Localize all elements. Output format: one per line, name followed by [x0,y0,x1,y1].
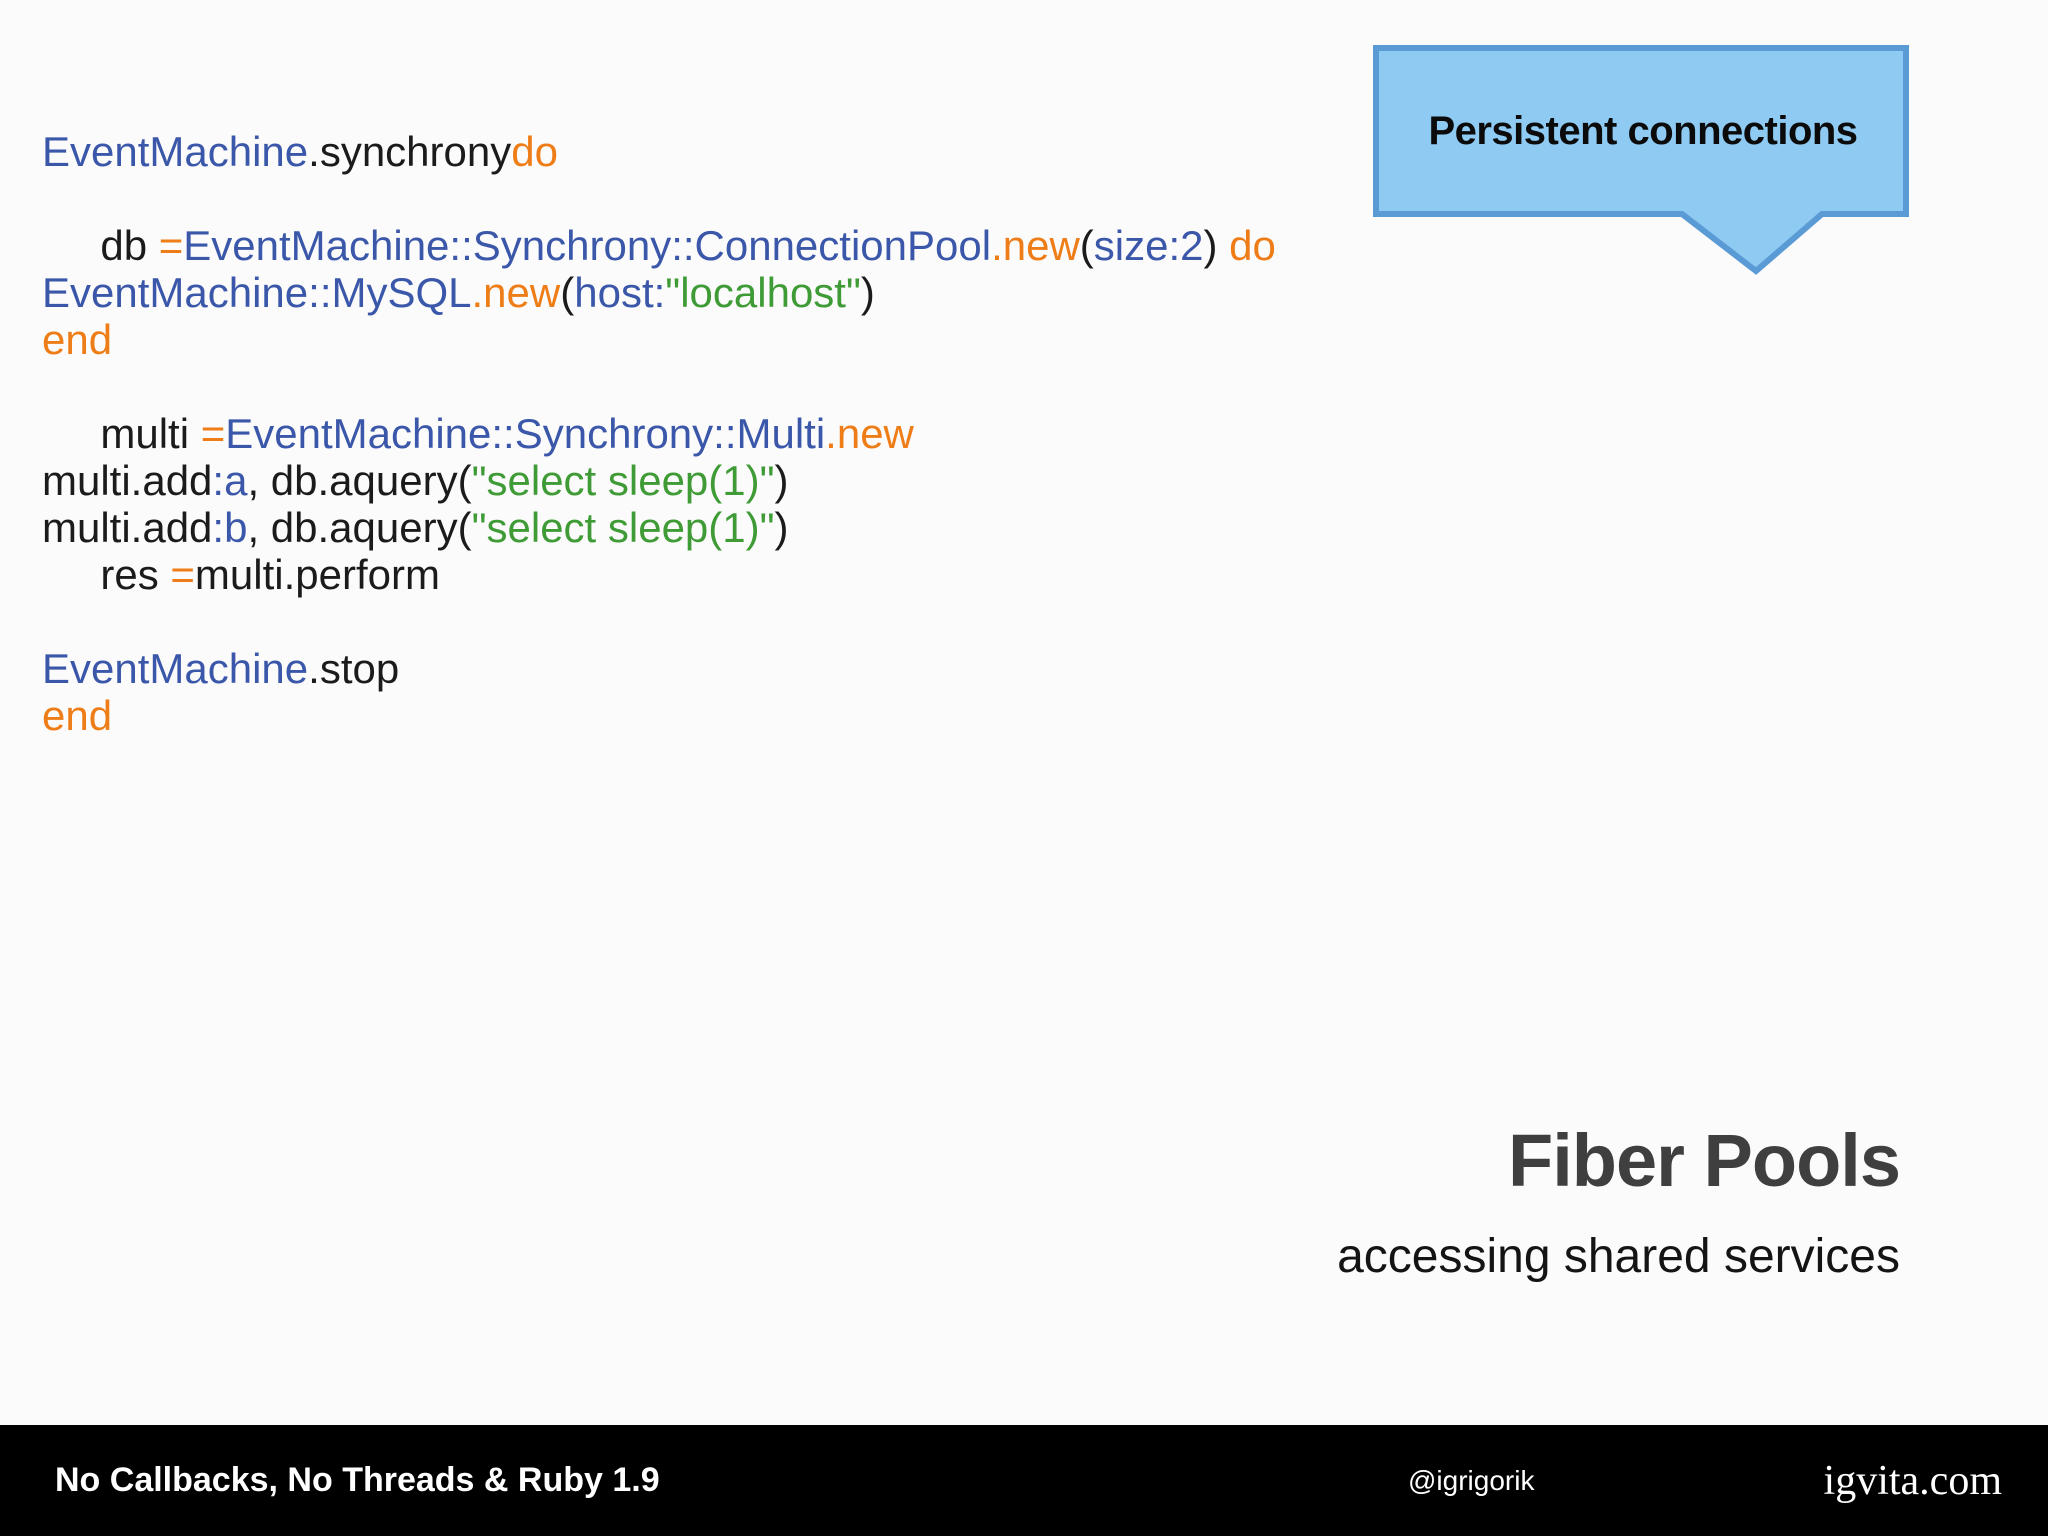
code-token: , db.aquery( [247,504,472,551]
code-token: "localhost" [665,269,861,316]
callout-label: Persistent connections [1428,108,1858,153]
code-token: "select sleep(1)" [471,457,775,504]
code-token: = [158,222,184,269]
code-token: EventMachine::MySQL [42,269,472,316]
callout-persistent-connections: Persistent connections [1373,45,1913,280]
slide-title: Fiber Pools [1508,1119,1901,1202]
code-token: = [170,551,195,598]
code-token: multi.add [42,504,213,551]
code-line: end [42,692,1276,739]
code-token: .new [471,269,561,316]
code-token: = [200,410,226,457]
footer-site-logo: igvita.com [1823,1457,2002,1504]
code-token: :a [212,457,248,504]
footer-bar: No Callbacks, No Threads & Ruby 1.9 @igr… [0,1425,2048,1536]
code-line [42,175,1276,222]
code-line: EventMachine.stop [42,645,1276,692]
code-line: multi =EventMachine::Synchrony::Multi.ne… [42,410,1276,457]
code-token: ( [1079,222,1094,269]
slide-subtitle: accessing shared services [1337,1230,1900,1283]
code-token: , db.aquery( [247,457,472,504]
code-token: db [42,222,159,269]
code-token: .new [991,222,1080,269]
code-token: do [1229,222,1276,269]
code-token: .stop [308,645,400,692]
code-token: "select sleep(1)" [471,504,775,551]
code-line: multi.add:a, db.aquery("select sleep(1)"… [42,457,1276,504]
code-token: size:2 [1093,222,1204,269]
code-line [42,598,1276,645]
title-block: Fiber Pools accessing shared services [1337,1118,1901,1284]
code-token: host: [574,269,666,316]
code-token: ) [1203,222,1230,269]
code-line: end [42,316,1276,363]
code-token: multi.perform [194,551,440,598]
code-token: ) [774,504,789,551]
code-token: .new [825,410,914,457]
code-token: multi.add [42,457,213,504]
code-line: res =multi.perform [42,551,1276,598]
code-line: multi.add:b, db.aquery("select sleep(1)"… [42,504,1276,551]
code-block: EventMachine.synchronydo db =EventMachin… [42,128,1276,739]
footer-twitter-handle: @igrigorik [1408,1464,1535,1496]
code-token: .synchrony [308,128,512,175]
code-token: multi [42,410,201,457]
code-token: EventMachine::Synchrony::Multi [225,410,826,457]
code-token: ) [860,269,875,316]
code-line: db =EventMachine::Synchrony::ConnectionP… [42,222,1276,269]
code-line [42,363,1276,410]
code-token: ( [560,269,575,316]
code-token: EventMachine::Synchrony::ConnectionPool [183,222,992,269]
code-token: res [42,551,171,598]
speech-bubble-shape [1373,45,1909,275]
code-token: EventMachine [42,128,309,175]
code-token: ) [774,457,789,504]
code-token: end [42,692,113,739]
footer-presentation-title: No Callbacks, No Threads & Ruby 1.9 [55,1461,660,1499]
code-token: :b [212,504,248,551]
code-line: EventMachine::MySQL.new(host:"localhost"… [42,269,1276,316]
code-token: end [42,316,113,363]
code-token: EventMachine [42,645,309,692]
code-token: do [511,128,558,175]
code-line: EventMachine.synchronydo [42,128,1276,175]
